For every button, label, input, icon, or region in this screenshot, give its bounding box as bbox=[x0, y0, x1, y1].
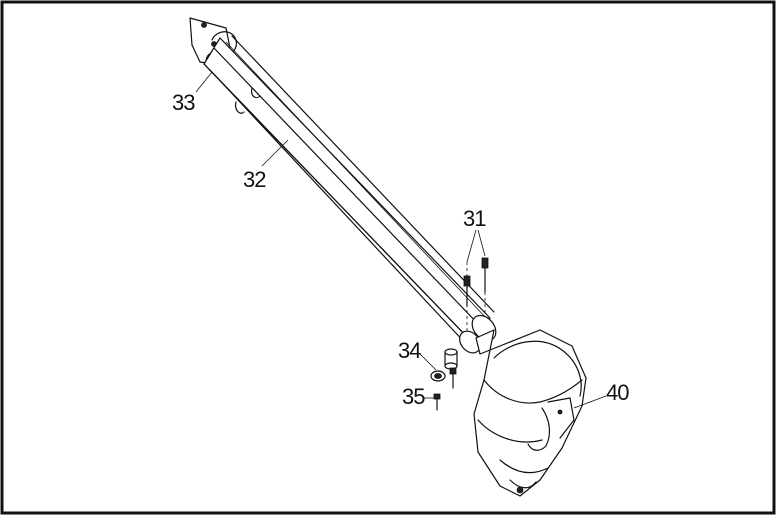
part-32-tube bbox=[203, 35, 497, 355]
part-34-nuts bbox=[430, 348, 458, 389]
callout-32: 32 bbox=[243, 167, 266, 192]
part-40-housing bbox=[473, 329, 587, 497]
callout-35: 35 bbox=[402, 384, 425, 409]
leader-lines bbox=[195, 71, 607, 409]
part-35-bolt bbox=[433, 393, 441, 411]
callout-34: 34 bbox=[398, 338, 421, 363]
callout-31: 31 bbox=[463, 206, 486, 231]
callout-33: 33 bbox=[172, 90, 195, 115]
callout-40: 40 bbox=[606, 380, 629, 405]
part-31-screws bbox=[463, 257, 489, 330]
